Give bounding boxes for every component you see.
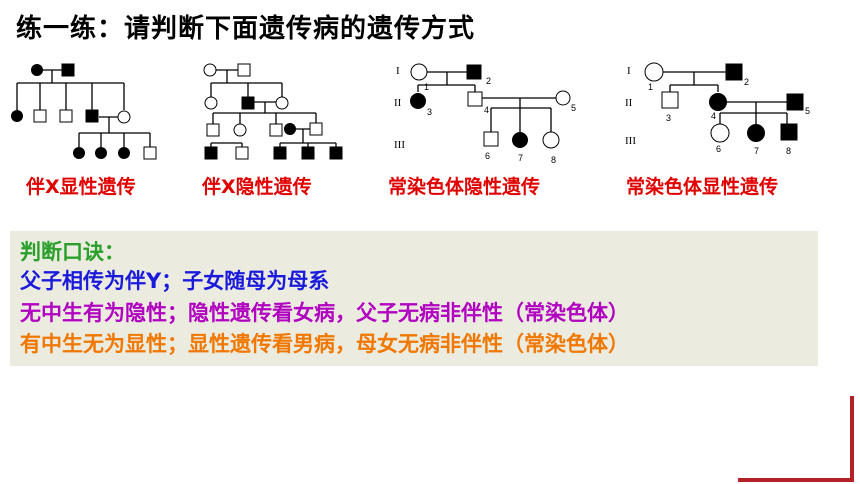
generation-2 <box>11 109 131 124</box>
member-number-5: 5 <box>805 106 810 116</box>
member-number-3: 3 <box>666 113 671 123</box>
generation-1 <box>31 63 75 77</box>
generation-1 <box>410 63 482 81</box>
member-number-6: 6 <box>716 144 721 154</box>
generation-3 <box>73 146 157 160</box>
pedigree-chart-3: I II III 1 2 3 4 5 6 7 8 <box>394 63 576 165</box>
exercise-title: 练一练：请判断下面遗传病的遗传方式 <box>16 14 476 44</box>
generation-1 <box>203 63 251 77</box>
member-number-8: 8 <box>786 146 791 156</box>
generation-label-1: I <box>627 65 631 77</box>
generation-1 <box>644 62 743 82</box>
generation-2 <box>410 90 571 109</box>
pedigree-chart-1 <box>11 63 157 160</box>
member-number-3: 3 <box>427 107 432 117</box>
corner-decoration-horizontal <box>738 478 854 482</box>
member-number-1: 1 <box>424 82 429 92</box>
corner-decoration-vertical <box>850 396 854 480</box>
rule-line-1: 父子相传为伴Y；子女随母为母系 <box>20 269 330 293</box>
generation-label-3: III <box>394 139 405 151</box>
member-number-4: 4 <box>711 111 716 121</box>
rule-line-3: 有中生无为显性；显性遗传看男病，母女无病非伴性（常染色体） <box>20 332 629 356</box>
member-number-2: 2 <box>744 77 749 87</box>
member-number-7: 7 <box>518 153 523 163</box>
pedigree-chart-2 <box>203 63 343 160</box>
member-number-7: 7 <box>754 146 759 156</box>
member-number-6: 6 <box>485 151 490 161</box>
generation-3 <box>206 122 323 137</box>
member-number-8: 8 <box>551 155 556 165</box>
caption-autosomal-dominant: 常染色体显性遗传 <box>626 176 779 198</box>
caption-autosomal-recessive: 常染色体隐性遗传 <box>388 176 541 198</box>
rules-panel <box>10 231 818 366</box>
rules-heading: 判断口诀： <box>20 240 125 264</box>
generation-2 <box>661 91 804 111</box>
member-number-2: 2 <box>486 76 491 86</box>
generation-2 <box>204 96 289 110</box>
generation-3 <box>710 123 798 143</box>
generation-label-1: I <box>396 65 400 77</box>
generation-3 <box>483 131 560 149</box>
generation-label-2: II <box>625 97 633 109</box>
member-number-5: 5 <box>571 103 576 113</box>
rule-line-2: 无中生有为隐性；隐性遗传看女病，父子无病非伴性（常染色体） <box>20 301 629 325</box>
member-number-4: 4 <box>484 105 489 115</box>
generation-4 <box>204 146 343 160</box>
caption-x-recessive: 伴X隐性遗传 <box>202 176 312 198</box>
generation-label-2: II <box>394 97 402 109</box>
member-number-1: 1 <box>648 82 653 92</box>
caption-x-dominant: 伴X显性遗传 <box>26 176 136 198</box>
generation-label-3: III <box>625 135 636 147</box>
pedigree-chart-4: I II III 1 2 3 4 5 6 7 8 <box>625 62 810 156</box>
